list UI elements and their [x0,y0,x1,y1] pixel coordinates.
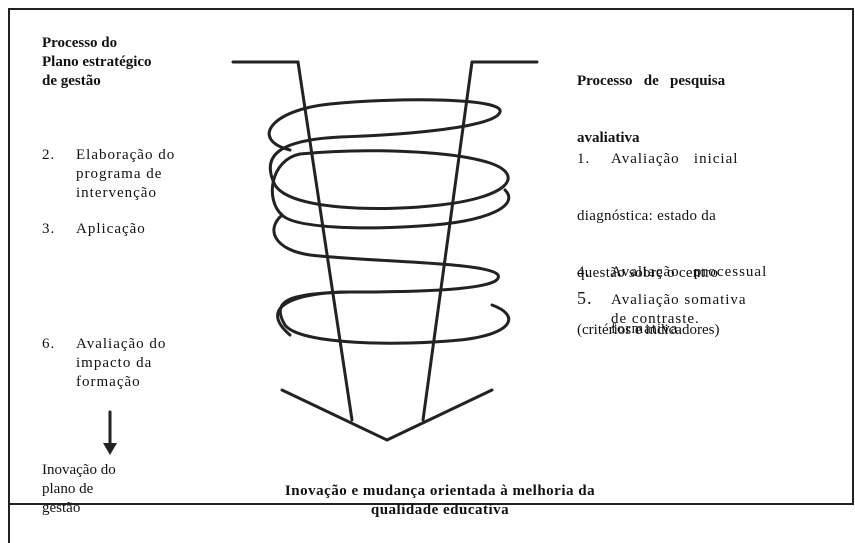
frame-top-border [8,8,854,10]
right-item-1: 1.Avaliação inicial diagnóstica: estado … [577,151,739,338]
left-item-2: 2.Elaboração do programa de intervenção [42,147,176,201]
right-item-5-number: 5. [577,288,593,308]
right-item-1-number: 1. [577,151,591,167]
bottom-caption: Inovação e mudança orientada à melhoria … [284,483,596,518]
right-item-4-number: 4. [577,264,591,280]
left-heading: Processo do Plano estratégico de gestão [42,35,152,89]
right-heading: Processo de pesquisa avaliativa [577,73,726,146]
funnel-right-wall [421,60,474,422]
left-item-6: 6.Avaliação do impacto da formação [42,336,167,390]
right-item-4: 4.Avaliação processual formativa. [577,264,768,337]
funnel-bottom-arrow [280,388,494,442]
spiral-loop-2 [270,152,511,230]
spiral-loop-3 [272,213,511,345]
frame-right-border [852,8,854,503]
left-item-3-number: 3. [42,221,56,237]
left-item-2-number: 2. [42,147,56,163]
down-arrow-head [103,443,117,455]
frame-bottom-border [8,503,854,505]
frame-left-border [8,8,10,543]
funnel-left-wall [296,60,354,422]
right-item-5: 5.Avaliação somativa de contraste. [577,288,747,328]
left-item-6-number: 6. [42,336,56,352]
spiral-loop-1 [267,98,510,210]
spiral-loop-4 [276,290,352,337]
left-item-3: 3.Aplicação [42,221,146,237]
left-outcome: Inovação do plano de gestão [42,462,116,516]
